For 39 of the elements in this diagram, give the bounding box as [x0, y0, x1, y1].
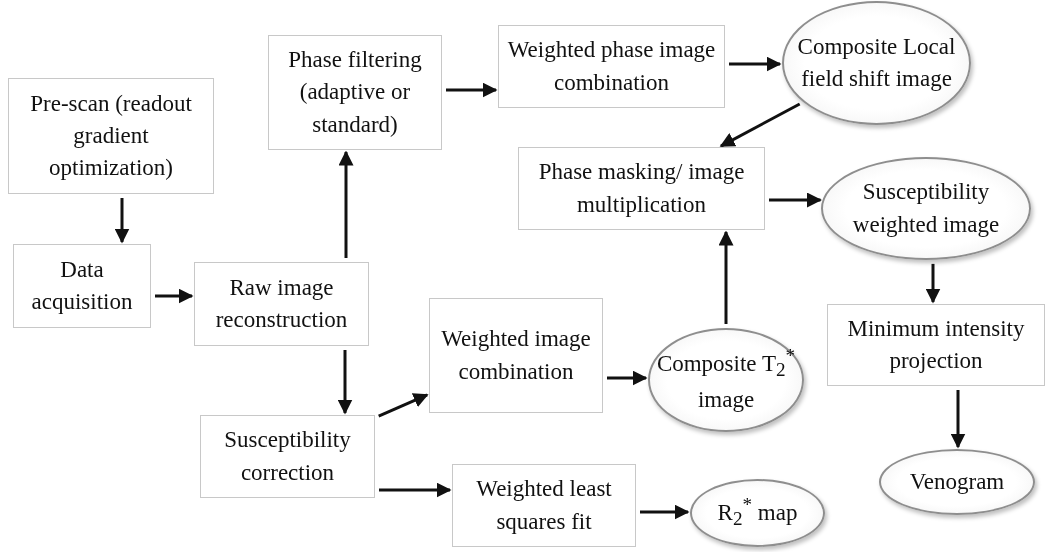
process-box	[8, 78, 214, 194]
node-label: Minimum intensity projection	[846, 314, 1026, 375]
process-box	[498, 25, 725, 108]
arrow	[446, 82, 498, 98]
process-box	[429, 298, 603, 413]
arrow	[718, 230, 734, 324]
node-label: Weighted image combination	[440, 325, 592, 386]
node-label: R$_{2}$$^{*}$ map	[716, 493, 799, 532]
arrow	[607, 370, 648, 386]
arrow	[925, 263, 941, 304]
process-box	[194, 262, 369, 346]
arrow	[729, 56, 782, 72]
process-box	[13, 244, 151, 328]
process-box	[268, 35, 442, 150]
arrow	[114, 198, 130, 244]
process-box	[200, 415, 375, 498]
arrow	[719, 102, 801, 148]
node-label: Weighted least squares fit	[475, 475, 613, 536]
arrow	[337, 350, 353, 415]
process-box	[827, 304, 1045, 386]
node-label: Composite Local field shift image	[796, 32, 957, 93]
node-label: Phase filtering (adaptive or standard)	[287, 46, 423, 139]
arrow	[338, 150, 354, 258]
process-box	[452, 464, 636, 547]
node-label: Phase masking/ image multiplication	[537, 158, 746, 219]
arrow	[379, 482, 452, 498]
node-label: Weighted phase image combination	[506, 36, 717, 97]
arrow	[950, 390, 966, 449]
arrow	[378, 393, 429, 418]
node-label: Susceptibility correction	[223, 426, 352, 487]
node-label: Susceptibility weighted image	[851, 178, 1001, 239]
node-label: Raw image reconstruction	[214, 273, 349, 334]
process-box	[518, 147, 765, 230]
node-label: Data acquisition	[30, 255, 134, 316]
arrow	[769, 192, 822, 208]
arrow	[640, 504, 690, 520]
node-label: Venogram	[908, 467, 1006, 496]
node-label: Pre-scan (readout gradient optimization)	[29, 89, 193, 183]
arrow	[155, 288, 194, 304]
